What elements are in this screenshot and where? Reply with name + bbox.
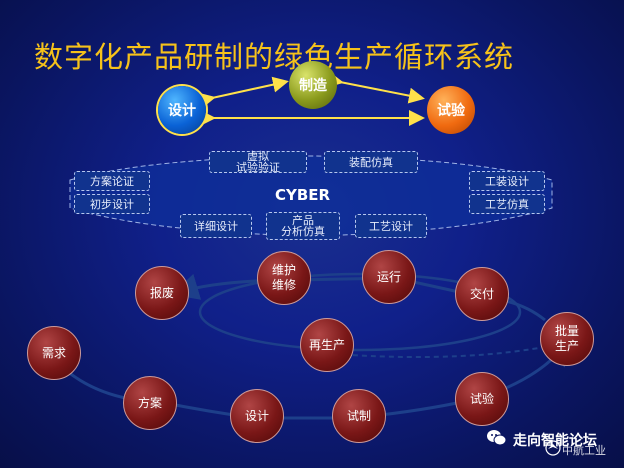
box-virtual-test-line1: 虚拟: [247, 150, 269, 163]
box-detail-design: 详细设计: [180, 214, 252, 238]
node-maintenance: 维护 维修: [257, 251, 311, 305]
page-title: 数字化产品研制的绿色生产循环系统: [34, 40, 515, 74]
box-product-sim-line2: 分析仿真: [281, 225, 325, 238]
node-test: 试验: [455, 372, 509, 426]
node-maintenance-line2: 维修: [271, 278, 296, 292]
node-batch-line2: 生产: [554, 339, 579, 353]
box-product-sim-line1: 产品: [292, 214, 314, 227]
node-batch: 批量 生产: [540, 312, 594, 366]
test-orb: 试验: [427, 86, 475, 134]
node-delivery: 交付: [455, 267, 509, 321]
box-virtual-test: 虚拟 试验验证: [209, 151, 307, 173]
manufacture-orb: 制造: [289, 61, 337, 109]
node-scrap: 报废: [135, 266, 189, 320]
flow-loop: [198, 272, 522, 352]
wechat-icon: [487, 430, 507, 446]
box-process-sim: 工艺仿真: [469, 194, 545, 214]
design-orb: 设计: [158, 86, 206, 134]
box-assembly-sim: 装配仿真: [324, 151, 418, 173]
node-reproduction: 再生产: [300, 318, 354, 372]
node-scheme: 方案: [123, 376, 177, 430]
box-tooling-design: 工装设计: [469, 171, 545, 191]
box-product-sim: 产品 分析仿真: [266, 212, 340, 240]
node-requirement: 需求: [27, 326, 81, 380]
box-prelim-design: 初步设计: [74, 194, 150, 214]
node-batch-line1: 批量: [554, 324, 579, 338]
arrow-manufacture-test: [326, 71, 425, 104]
arrow-design-manufacture: [198, 76, 289, 109]
flow-upper: [171, 273, 546, 322]
node-design: 设计: [230, 389, 284, 443]
cyber-label: CYBER: [275, 186, 331, 204]
node-operation: 运行: [362, 250, 416, 304]
avic-logo-icon: [545, 440, 561, 456]
node-maintenance-line1: 维护: [271, 263, 296, 277]
watermark-sub: 中航工业: [562, 444, 606, 457]
box-virtual-test-line2: 试验验证: [236, 161, 280, 174]
box-process-design: 工艺设计: [355, 214, 427, 238]
node-trial: 试制: [332, 389, 386, 443]
flow-loop-dashed: [349, 344, 556, 359]
box-scheme-demo: 方案论证: [74, 171, 150, 191]
